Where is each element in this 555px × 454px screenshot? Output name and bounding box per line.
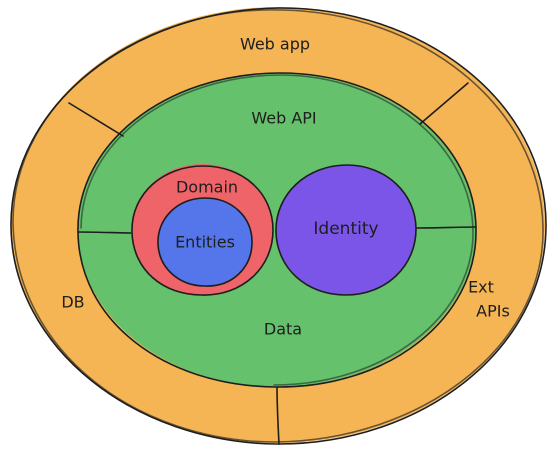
- web-api-label: Web API: [251, 109, 316, 128]
- divider-upper-right: [419, 82, 469, 125]
- identity-circle: [275, 164, 417, 296]
- data-label: Data: [264, 320, 302, 339]
- divider-upper-left: [68, 102, 124, 137]
- web-app-label: Web app: [240, 35, 310, 54]
- divider-bottom: [276, 386, 280, 445]
- domain-label: Domain: [176, 178, 238, 197]
- identity-fill: [276, 165, 416, 295]
- divider-left-inner: [77, 231, 134, 234]
- ext-apis-label-line1: Ext: [468, 278, 494, 297]
- ext-apis-label-line2: APIs: [476, 302, 510, 321]
- db-label: DB: [61, 293, 84, 312]
- entities-fill: [158, 198, 252, 286]
- entities-label: Entities: [175, 233, 235, 252]
- identity-label: Identity: [313, 219, 378, 239]
- divider-right-inner: [415, 226, 477, 229]
- entities-circle: [157, 197, 253, 287]
- section-dividers: [68, 82, 477, 445]
